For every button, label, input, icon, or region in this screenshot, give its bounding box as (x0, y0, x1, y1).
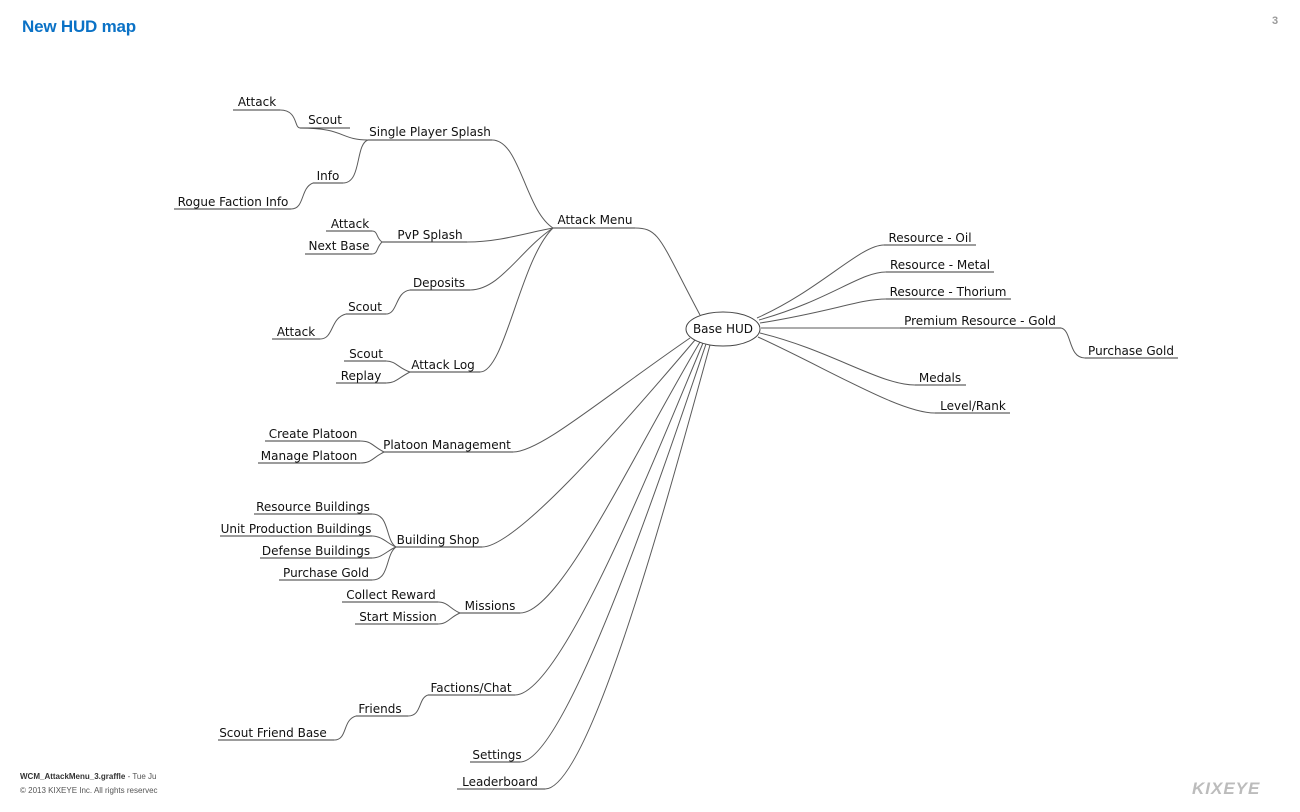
node-single-player-splash[interactable]: Single Player Splash (369, 125, 491, 139)
connector (757, 336, 936, 414)
node-settings[interactable]: Settings (472, 748, 521, 762)
node-attack-log[interactable]: Attack Log (411, 358, 475, 372)
node-medals[interactable]: Medals (919, 371, 961, 385)
node-premium-purchase-gold[interactable]: Purchase Gold (1088, 344, 1174, 358)
node-sps-scout[interactable]: Scout (308, 113, 342, 127)
page-title: New HUD map (22, 17, 136, 36)
connector (759, 332, 916, 386)
connector (479, 227, 554, 373)
connector (290, 182, 314, 210)
connector (758, 271, 887, 321)
connector (756, 244, 885, 319)
node-leaderboard[interactable]: Leaderboard (462, 775, 538, 789)
node-premium-resource-gold[interactable]: Premium Resource - Gold (904, 314, 1056, 328)
node-dep-attack[interactable]: Attack (277, 325, 315, 339)
connector (371, 535, 397, 548)
node-deposits[interactable]: Deposits (413, 276, 465, 290)
connector (519, 343, 707, 763)
node-factions-chat[interactable]: Factions/Chat (430, 681, 511, 695)
node-collect-reward[interactable]: Collect Reward (346, 588, 436, 602)
connector (359, 440, 385, 453)
node-pvp-attack[interactable]: Attack (331, 217, 369, 231)
node-dep-scout[interactable]: Scout (348, 300, 382, 314)
root-node[interactable]: Base HUD (693, 322, 753, 336)
node-resource-thorium[interactable]: Resource - Thorium (890, 285, 1007, 299)
connector (385, 360, 411, 373)
connector (437, 612, 461, 625)
connector (407, 694, 429, 717)
connector (466, 227, 554, 243)
node-sps-attack[interactable]: Attack (238, 95, 276, 109)
node-attack-menu[interactable]: Attack Menu (557, 213, 632, 227)
node-resource-metal[interactable]: Resource - Metal (890, 258, 990, 272)
node-building-shop[interactable]: Building Shop (397, 533, 480, 547)
connector (514, 342, 704, 696)
connector (299, 127, 369, 141)
connector (333, 715, 357, 741)
footer: WCM_AttackMenu_3.graffle - Tue Ju © 2013… (20, 770, 180, 798)
node-friends[interactable]: Friends (358, 702, 401, 716)
page-number: 3 (1272, 15, 1279, 27)
node-log-scout[interactable]: Scout (349, 347, 383, 361)
node-resource-oil[interactable]: Resource - Oil (888, 231, 971, 245)
connector (481, 339, 696, 548)
connector (491, 139, 554, 229)
node-scout-friend-base[interactable]: Scout Friend Base (219, 726, 327, 740)
node-sps-rogue-faction-info[interactable]: Rogue Faction Info (178, 195, 289, 209)
node-defense-buildings[interactable]: Defense Buildings (262, 544, 370, 558)
connector (385, 289, 411, 315)
connector (359, 451, 385, 464)
connector (371, 241, 383, 255)
kixeye-logo: KIXEYE (1192, 779, 1261, 798)
connector (342, 139, 369, 184)
node-create-platoon[interactable]: Create Platoon (269, 427, 358, 441)
connector (544, 344, 711, 790)
node-sps-info[interactable]: Info (317, 169, 340, 183)
connector (634, 227, 701, 316)
connector (385, 371, 411, 384)
connector (1060, 327, 1086, 359)
root-node-ellipse (685, 311, 761, 347)
node-pvp-next-base[interactable]: Next Base (309, 239, 370, 253)
connector (512, 337, 691, 453)
connector (371, 230, 383, 243)
footer-copyright: © 2013 KIXEYE Inc. All rights reservec (20, 786, 158, 795)
connector (519, 341, 701, 614)
connector (371, 513, 397, 548)
connectors (279, 109, 1086, 790)
connector (469, 227, 554, 291)
footer-file-line: WCM_AttackMenu_3.graffle - Tue Ju (20, 770, 180, 784)
node-missions[interactable]: Missions (465, 599, 516, 613)
connector (759, 298, 887, 324)
node-platoon-management[interactable]: Platoon Management (383, 438, 511, 452)
node-start-mission[interactable]: Start Mission (359, 610, 437, 624)
node-unit-production-buildings[interactable]: Unit Production Buildings (221, 522, 372, 536)
node-shop-purchase-gold[interactable]: Purchase Gold (283, 566, 369, 580)
node-resource-buildings[interactable]: Resource Buildings (256, 500, 370, 514)
connector (319, 313, 347, 340)
node-pvp-splash[interactable]: PvP Splash (397, 228, 462, 242)
connector (371, 546, 397, 559)
footer-filename: WCM_AttackMenu_3.graffle (20, 772, 126, 781)
footer-date: - Tue Ju (125, 772, 157, 781)
connector (437, 601, 461, 614)
connector (371, 546, 397, 581)
node-manage-platoon[interactable]: Manage Platoon (261, 449, 357, 463)
node-level-rank[interactable]: Level/Rank (940, 399, 1006, 413)
node-log-replay[interactable]: Replay (341, 369, 382, 383)
connector (279, 109, 301, 129)
